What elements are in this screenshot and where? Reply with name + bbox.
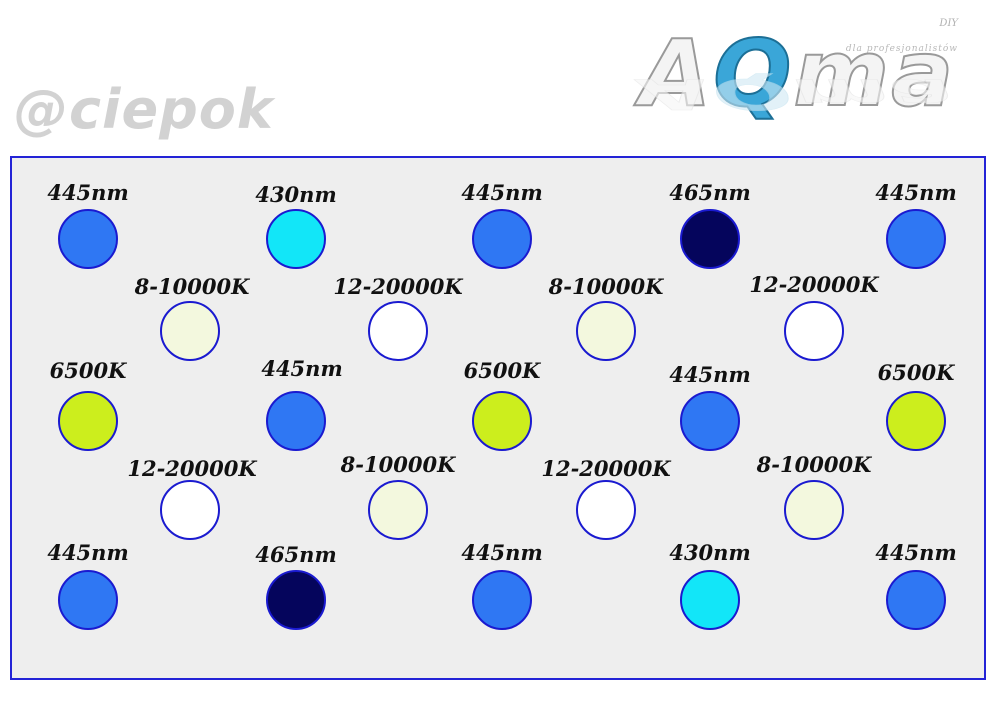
- logo-wordmark: AQma: [639, 27, 955, 121]
- led-label: 8-10000K: [548, 274, 664, 299]
- led-445nm: [680, 391, 740, 451]
- led-label: 8-10000K: [340, 452, 456, 477]
- led-8-10000K: [576, 301, 636, 361]
- led-12-20000K: [576, 480, 636, 540]
- led-label: 430nm: [255, 182, 337, 207]
- led-445nm: [472, 209, 532, 269]
- logo-reflection-ma: ma: [793, 69, 956, 118]
- logo-reflection-q: Q: [713, 69, 794, 118]
- led-label: 6500K: [49, 358, 127, 383]
- led-label: 8-10000K: [756, 452, 872, 477]
- led-label: 12-20000K: [127, 456, 257, 481]
- led-label: 445nm: [47, 540, 129, 565]
- led-6500K: [472, 391, 532, 451]
- led-label: 445nm: [47, 180, 129, 205]
- led-board: 445nm 430nm 445nm 465nm 445nm 8-10000K 12-2000…: [10, 156, 986, 680]
- aqma-logo: DIY dla profesjonalistów AQma AQma: [639, 18, 980, 158]
- led-445nm: [472, 570, 532, 630]
- logo-letter-a: A: [639, 20, 714, 127]
- led-8-10000K: [368, 480, 428, 540]
- led-label: 445nm: [461, 180, 543, 205]
- led-8-10000K: [160, 301, 220, 361]
- logo-reflection: AQma: [640, 69, 956, 118]
- led-465nm: [680, 209, 740, 269]
- led-12-20000K: [160, 480, 220, 540]
- led-445nm: [58, 570, 118, 630]
- logo-tagline: dla profesjonalistów: [845, 44, 958, 54]
- led-445nm: [886, 209, 946, 269]
- led-label: 12-20000K: [541, 456, 671, 481]
- led-label: 465nm: [669, 180, 751, 205]
- led-445nm: [266, 391, 326, 451]
- logo-diy-text: DIY: [939, 18, 958, 29]
- led-12-20000K: [784, 301, 844, 361]
- led-445nm: [886, 570, 946, 630]
- led-430nm: [266, 209, 326, 269]
- led-label: 445nm: [875, 180, 957, 205]
- led-label: 445nm: [261, 356, 343, 381]
- logo-letters-ma: ma: [792, 20, 956, 127]
- led-12-20000K: [368, 301, 428, 361]
- logo-reflection-a: A: [640, 69, 714, 118]
- watermark-text: @ciepok: [14, 78, 274, 141]
- led-label: 465nm: [255, 542, 337, 567]
- led-430nm: [680, 570, 740, 630]
- led-6500K: [58, 391, 118, 451]
- led-label: 445nm: [669, 362, 751, 387]
- led-465nm: [266, 570, 326, 630]
- led-label: 445nm: [875, 540, 957, 565]
- logo-letter-q: Q: [712, 20, 794, 127]
- led-label: 12-20000K: [333, 274, 463, 299]
- led-label: 445nm: [461, 540, 543, 565]
- led-label: 8-10000K: [134, 274, 250, 299]
- led-445nm: [58, 209, 118, 269]
- led-6500K: [886, 391, 946, 451]
- led-label: 430nm: [669, 540, 751, 565]
- led-8-10000K: [784, 480, 844, 540]
- led-label: 6500K: [877, 360, 955, 385]
- led-label: 12-20000K: [749, 272, 879, 297]
- led-label: 6500K: [463, 358, 541, 383]
